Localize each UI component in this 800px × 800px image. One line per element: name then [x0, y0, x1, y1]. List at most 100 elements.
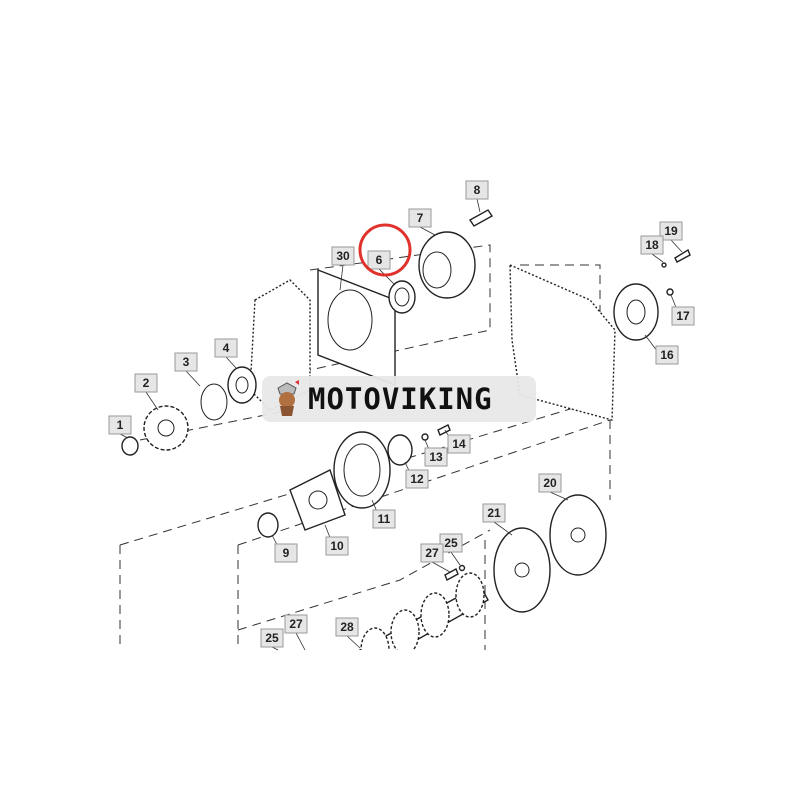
housing-inner	[343, 443, 381, 497]
part-number: 27	[289, 617, 303, 631]
label-box	[331, 246, 355, 266]
part-label-27: 27	[420, 543, 451, 573]
leader-line	[476, 198, 481, 213]
part-number: 28	[340, 620, 354, 634]
shaft-flange	[420, 592, 450, 638]
label-box	[655, 345, 679, 365]
part-label-25: 25	[260, 628, 284, 651]
part-label-20: 20	[538, 473, 569, 501]
leader-line	[185, 370, 201, 387]
part-11-housing	[333, 431, 391, 509]
shaft-flange	[390, 609, 420, 655]
part-label-7: 7	[408, 208, 436, 236]
label-box	[260, 628, 284, 648]
part-7-housing	[418, 231, 476, 299]
leader-line	[378, 268, 396, 286]
part-label-11: 11	[371, 499, 396, 529]
bearing-bore	[235, 376, 249, 394]
disc-center	[570, 527, 586, 543]
leader-line	[549, 491, 569, 501]
label-box	[274, 543, 298, 563]
part-label-10: 10	[324, 524, 349, 556]
part-number: 1	[117, 418, 124, 432]
label-box	[134, 373, 158, 393]
label-box	[447, 434, 471, 454]
label-box	[372, 509, 396, 529]
part-label-13: 13	[424, 439, 448, 467]
leader-line	[651, 253, 664, 263]
part-10-flange	[289, 469, 346, 531]
part-number: 20	[543, 476, 557, 490]
leader-line	[295, 632, 306, 651]
part-label-27: 27	[284, 614, 308, 651]
part-17-nut	[666, 288, 674, 296]
shaft-flange	[455, 572, 485, 618]
part-14-bolt	[437, 424, 451, 436]
part-9-seal	[257, 512, 279, 538]
part-number: 3	[183, 355, 190, 369]
part-label-2: 2	[134, 373, 159, 411]
part-number: 4	[223, 341, 230, 355]
part-3-snap-ring	[200, 383, 228, 421]
part-2-sprocket	[143, 405, 189, 451]
blank-lower-area	[0, 650, 800, 800]
part-number: 6	[376, 253, 383, 267]
part-8-bolt	[468, 209, 494, 227]
part-number: 9	[283, 546, 290, 560]
part-number: 27	[425, 546, 439, 560]
part-label-21: 21	[482, 503, 513, 536]
part-number: 12	[410, 472, 424, 486]
part-20-disc	[549, 494, 607, 576]
part-12-bearing	[387, 434, 413, 466]
viking-logo-icon	[277, 380, 299, 416]
brand-name: MOTOVIKING	[308, 382, 493, 416]
part-number: 21	[487, 506, 501, 520]
part-label-19: 19	[659, 221, 683, 253]
sprocket-hub	[157, 419, 175, 437]
label-box	[405, 469, 429, 489]
label-box	[465, 180, 489, 200]
seal-bore	[394, 287, 410, 307]
part-number: 25	[444, 536, 458, 550]
part-number: 14	[452, 437, 466, 451]
flange-hole	[308, 490, 328, 510]
leader-line	[670, 239, 683, 253]
part-label-30: 30	[331, 246, 355, 291]
leader-line	[419, 226, 436, 236]
part-label-3: 3	[174, 352, 201, 387]
part-number: 11	[378, 512, 391, 526]
label-box	[671, 306, 695, 326]
part-label-6: 6	[367, 250, 396, 286]
housing-bore	[422, 251, 452, 289]
leader-line	[119, 433, 129, 439]
brand-watermark: MOTOVIKING	[262, 376, 536, 422]
label-box	[482, 503, 506, 523]
part-21-hub	[493, 527, 551, 613]
leader-line	[225, 356, 237, 369]
part-number: 8	[474, 183, 481, 197]
cover-center	[626, 299, 646, 325]
part-27-bolt	[444, 568, 459, 581]
part-label-25: 25	[439, 533, 463, 566]
part-13-washer	[421, 433, 429, 441]
part-number: 13	[429, 450, 443, 464]
part-25-washer	[458, 564, 466, 572]
part-label-17: 17	[670, 294, 695, 326]
mounting-plate-right	[509, 263, 616, 421]
label-box	[420, 543, 444, 563]
leader-line	[431, 561, 451, 573]
label-box	[538, 473, 562, 493]
part-label-16: 16	[644, 334, 679, 365]
leader-line	[493, 521, 513, 536]
gasket-opening	[327, 289, 373, 351]
leader-line	[145, 391, 159, 411]
part-number: 2	[143, 376, 150, 390]
label-box	[214, 338, 238, 358]
part-1-nut	[121, 436, 139, 456]
part-30-gasket	[317, 268, 396, 387]
part-number: 25	[265, 631, 279, 645]
label-box	[659, 221, 683, 241]
part-number: 30	[336, 249, 350, 263]
